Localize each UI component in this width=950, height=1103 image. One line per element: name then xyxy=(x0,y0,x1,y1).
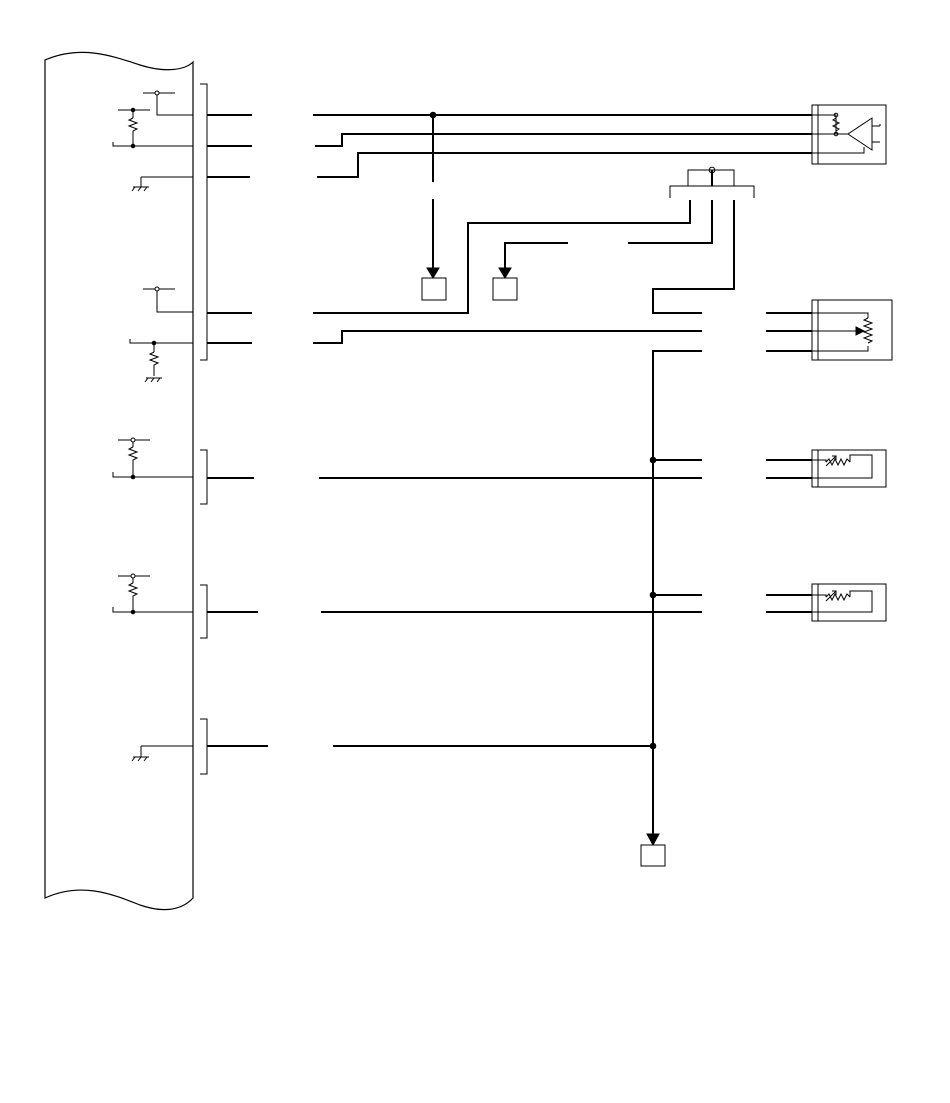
control-module-outline xyxy=(44,51,194,911)
splice-dot xyxy=(708,166,716,174)
potentiometer-icon xyxy=(862,317,874,344)
connector-bracket xyxy=(200,584,208,639)
pullup-node xyxy=(154,90,160,96)
reference-box-1 xyxy=(421,277,447,301)
wires xyxy=(207,114,812,836)
reference-boxes xyxy=(421,277,666,867)
thermistor-icon xyxy=(825,592,851,602)
reference-arrows xyxy=(426,267,660,847)
connector-bracket xyxy=(200,83,208,361)
arrow-down-icon xyxy=(646,833,660,847)
sensor-d xyxy=(811,583,887,622)
wire-splice-2 xyxy=(628,200,713,244)
splice-dots xyxy=(429,111,657,750)
module-internal-circuits xyxy=(112,90,193,762)
sensor-c xyxy=(811,449,887,488)
sensor-d-body xyxy=(817,583,887,622)
junction-dot xyxy=(151,340,157,346)
sensor-b-body xyxy=(817,299,893,361)
junction-dot xyxy=(130,143,136,149)
pullup-node xyxy=(130,437,136,443)
splice-dot xyxy=(649,591,657,599)
wire-sensor-b-2 xyxy=(313,330,702,344)
sensor-c-body xyxy=(817,449,887,488)
wire-splice-1 xyxy=(313,200,691,314)
amplifier-icon xyxy=(847,117,873,151)
splice-dot xyxy=(429,111,437,119)
arrow-down-icon xyxy=(498,267,512,279)
splice-dot xyxy=(649,456,657,464)
thermistor-icon xyxy=(825,457,851,467)
control-module xyxy=(44,51,194,911)
connector-bracket xyxy=(200,449,208,505)
reference-box-2 xyxy=(492,277,518,301)
wire-sensor-a-3 xyxy=(317,152,812,178)
sensor-a xyxy=(811,104,887,165)
wire-ref2 xyxy=(504,242,568,270)
junction-dot xyxy=(130,107,136,113)
connector-bracket xyxy=(811,299,818,361)
connector-bracket xyxy=(200,718,208,775)
pullup-node xyxy=(130,573,136,579)
connector-bracket xyxy=(811,583,818,622)
junction-dot xyxy=(130,609,136,615)
junction-dot xyxy=(130,474,136,480)
module-connector-brackets xyxy=(200,83,208,775)
wire-sensor-a-2 xyxy=(315,133,812,147)
sensor-b xyxy=(811,299,893,361)
pullup-node xyxy=(154,286,160,292)
wire-common-return xyxy=(652,350,702,836)
wiper-arrow-icon xyxy=(855,326,866,336)
connector-bracket xyxy=(811,449,818,488)
splice-dot xyxy=(649,742,657,750)
wire-splice-3 xyxy=(652,200,735,314)
arrow-down-icon xyxy=(426,267,440,279)
junction-connector xyxy=(669,166,755,198)
reference-box-3 xyxy=(640,844,666,867)
